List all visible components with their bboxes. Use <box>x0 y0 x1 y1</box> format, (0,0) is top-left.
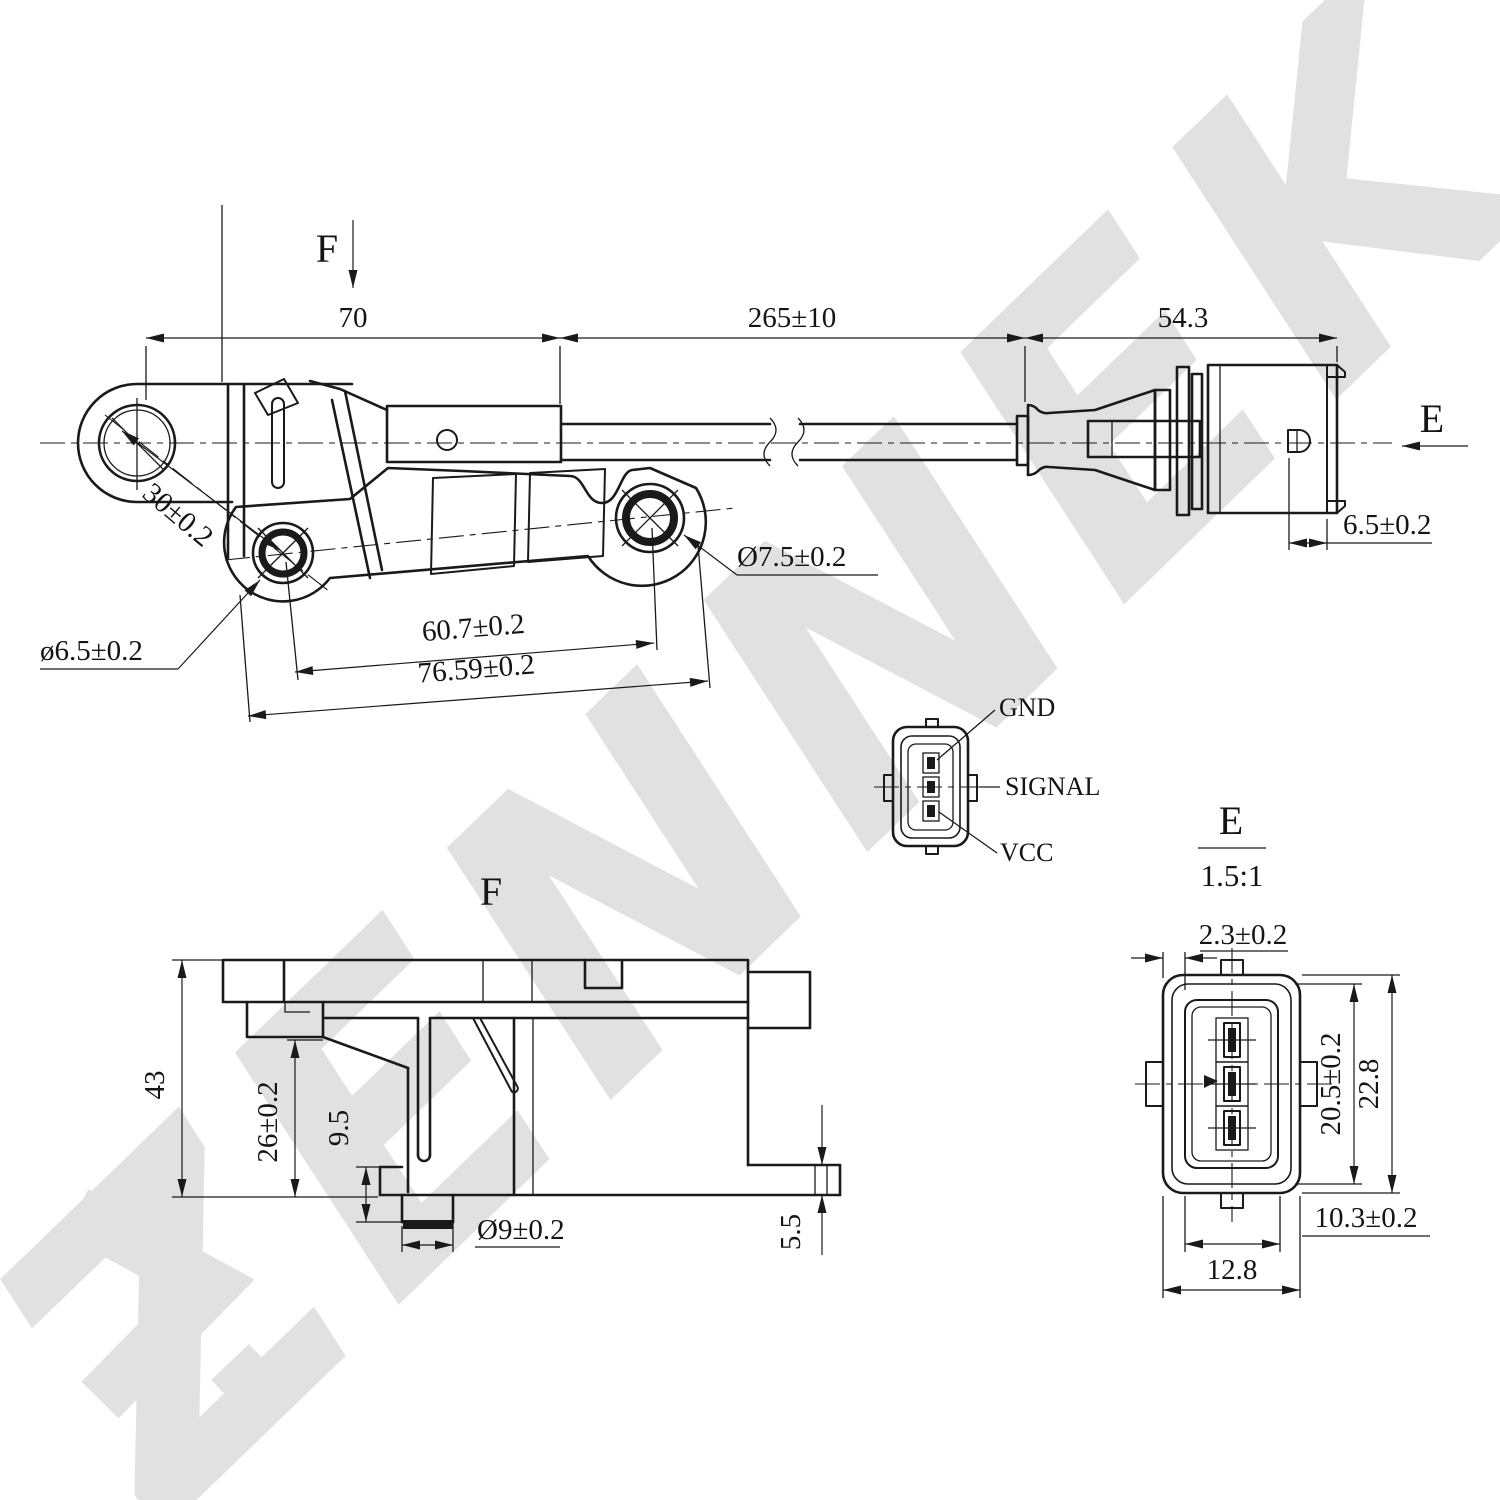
sensor-head <box>76 378 389 580</box>
left-ear-hole <box>251 521 315 585</box>
dim-inner-height: 20.5±0.2 <box>1315 1033 1347 1136</box>
right-ear-hole <box>614 482 686 554</box>
pin-label-vcc: VCC <box>1000 838 1053 867</box>
view-f-body <box>221 958 842 1229</box>
dim-tip-step: 9.5 <box>323 1110 355 1146</box>
dim-cable-length: 265±10 <box>748 302 836 334</box>
view-e-title: E 1.5:1 <box>1198 798 1266 893</box>
pinout-detail: GND SIGNAL VCC <box>874 693 1100 867</box>
view-e-label: E <box>1219 798 1243 843</box>
view-f: F <box>139 869 842 1255</box>
dim-outer-width: 12.8 <box>1207 1254 1258 1286</box>
dim-hole-spacing: 60.7±0.2 <box>421 608 526 648</box>
view-arrow-e: E <box>1402 396 1468 451</box>
dim-tab-thickness: 5.5 <box>775 1214 807 1250</box>
pin-label-gnd: GND <box>999 693 1055 722</box>
main-view: F E 70 265±10 54.3 6.5±0.2 30±0.2 <box>40 205 1468 723</box>
view-label-e: E <box>1420 396 1444 441</box>
sensor-arm <box>385 404 563 464</box>
dim-outer-height: 22.8 <box>1353 1059 1385 1110</box>
dim-inner-width: 10.3±0.2 <box>1315 1202 1418 1234</box>
dim-tip-diameter: Ø9±0.2 <box>477 1214 565 1246</box>
view-e-scale: 1.5:1 <box>1201 858 1264 893</box>
dim-hole-center-offset: 30±0.2 <box>136 477 219 554</box>
view-e-connector-face: 2.3±0.2 20.5±0.2 22.8 10.3±0.2 12.8 <box>1131 919 1430 1298</box>
dim-hole-left: ø6.5±0.2 <box>40 635 143 667</box>
pin-label-signal: SIGNAL <box>1005 772 1100 801</box>
dim-hole-right: Ø7.5±0.2 <box>737 541 846 573</box>
dim-pin-depth: 6.5±0.2 <box>1343 509 1431 541</box>
connector-side-view <box>1015 363 1346 517</box>
terminal-pin <box>1287 429 1311 453</box>
probe-tip-pad <box>403 1220 453 1229</box>
cable <box>559 417 1019 467</box>
view-e-dimensions: 2.3±0.2 20.5±0.2 22.8 10.3±0.2 12.8 <box>1131 919 1430 1298</box>
keying-mark-icon <box>1204 1075 1218 1088</box>
watermark-dash-icon <box>211 1344 293 1426</box>
mounting-bracket <box>104 414 736 603</box>
section-arrow-f: F <box>316 220 358 288</box>
dim-boss-height: 26±0.2 <box>252 1081 284 1162</box>
section-label-f: F <box>316 226 338 271</box>
view-f-dimensions: 43 26±0.2 9.5 Ø9±0.2 5.5 <box>139 959 827 1255</box>
dim-connector-length: 54.3 <box>1158 302 1209 334</box>
dim-tab-width: 2.3±0.2 <box>1199 919 1287 951</box>
dim-head-length: 70 <box>339 302 368 334</box>
view-f-label: F <box>480 869 502 914</box>
watermark-chevron-icon <box>63 1189 255 1419</box>
dim-total-height: 43 <box>139 1071 171 1100</box>
